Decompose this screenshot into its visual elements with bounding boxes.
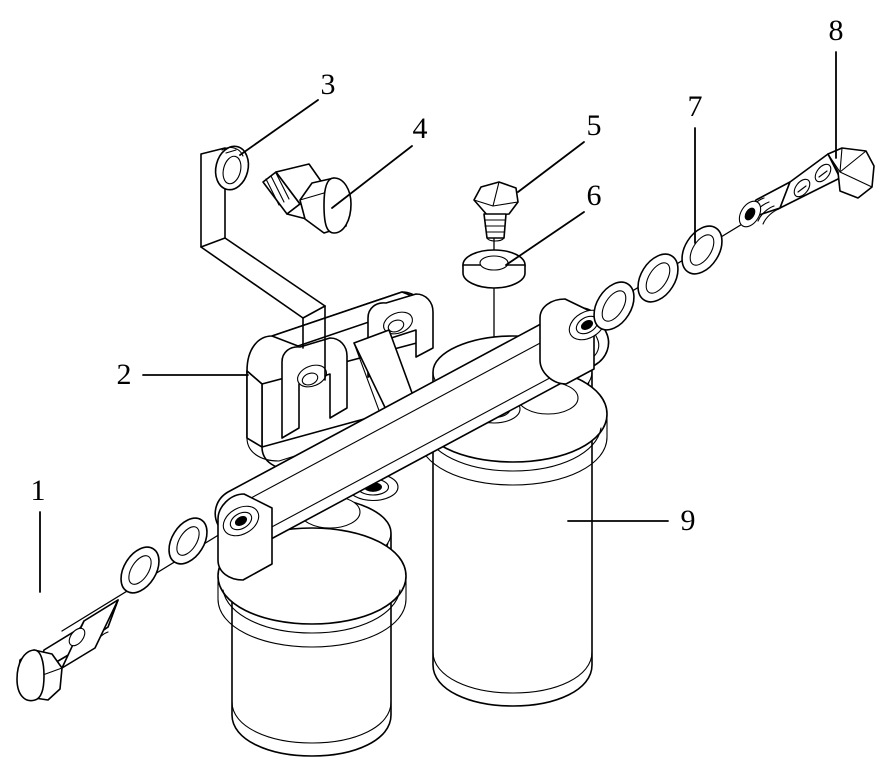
callout-label-8: 8	[829, 14, 844, 47]
gasket-washer	[681, 225, 723, 275]
gasket-washer	[593, 281, 635, 331]
callout-label-4: 4	[413, 112, 428, 145]
leader-line-4	[331, 145, 413, 209]
gasket-washer-set-upper	[593, 225, 723, 331]
leader-line-5	[517, 141, 585, 193]
banjo-bolt-upper	[738, 147, 875, 228]
leader-line-3	[239, 99, 319, 156]
callout-label-5: 5	[587, 109, 602, 142]
callout-label-3: 3	[321, 68, 336, 101]
gasket-washer	[168, 517, 208, 565]
callout-label-7: 7	[688, 90, 703, 123]
gasket-washer-set-lower	[120, 517, 208, 594]
callout-labels: 1 2 3 4 5 6 7 8 9	[31, 14, 844, 537]
callout-leader-lines	[39, 51, 837, 593]
leader-line-6	[505, 211, 585, 266]
callout-label-1: 1	[31, 474, 46, 507]
distribution-rail	[214, 298, 610, 581]
hex-plug-screw	[473, 181, 519, 242]
gasket-washer	[120, 546, 160, 594]
banjo-bolt-upper-threads	[738, 181, 791, 228]
callout-label-2: 2	[117, 358, 132, 391]
hex-head-bolt	[262, 163, 352, 234]
sealing-washer	[462, 249, 526, 289]
callout-label-6: 6	[587, 179, 602, 212]
callout-label-9: 9	[681, 504, 696, 537]
banjo-bolt-lower	[16, 599, 119, 702]
gasket-washer	[637, 253, 679, 303]
